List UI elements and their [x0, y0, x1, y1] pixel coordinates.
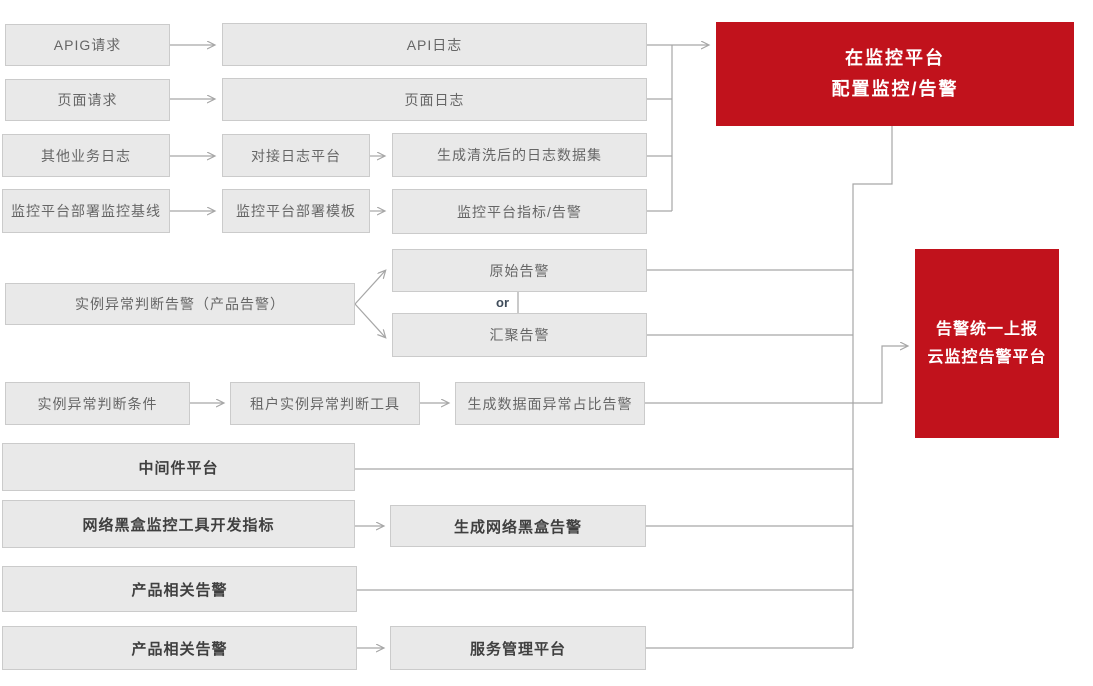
node-monitor-baseline: 监控平台部署监控基线: [2, 189, 170, 233]
node-aggregated-alarm: 汇聚告警: [392, 313, 647, 357]
node-raw-alarm: 原始告警: [392, 249, 647, 292]
node-middleware-platform: 中间件平台: [2, 443, 355, 491]
config-monitor-line1: 在监控平台: [845, 48, 945, 69]
node-apig-request: APIG请求: [5, 24, 170, 66]
node-instance-condition: 实例异常判断条件: [5, 382, 190, 425]
node-tenant-tool: 租户实例异常判断工具: [230, 382, 420, 425]
config-monitor-line2: 配置监控/告警: [831, 79, 959, 99]
node-unified-alarm-report: 告警统一上报 云监控告警平台: [915, 249, 1059, 438]
node-monitor-metric-alarm: 监控平台指标/告警: [392, 189, 647, 234]
node-network-blackbox-metric: 网络黑盒监控工具开发指标: [2, 500, 355, 548]
node-product-alarm-2: 产品相关告警: [2, 626, 357, 670]
node-config-monitor-alarm: 在监控平台 配置监控/告警: [716, 22, 1074, 126]
node-page-request: 页面请求: [5, 79, 170, 121]
node-product-alarm-1: 产品相关告警: [2, 566, 357, 612]
or-connector-label: or: [496, 295, 509, 310]
node-dataplane-ratio-alarm: 生成数据面异常占比告警: [455, 382, 645, 425]
unified-report-line1: 告警统一上报: [935, 321, 1038, 339]
node-page-log: 页面日志: [222, 78, 647, 121]
node-service-mgmt-platform: 服务管理平台: [390, 626, 646, 670]
node-cleaned-log-dataset: 生成清洗后的日志数据集: [392, 133, 647, 177]
node-monitor-template: 监控平台部署模板: [222, 189, 370, 233]
node-instance-abnormal-alarm: 实例异常判断告警（产品告警）: [5, 283, 355, 325]
node-connect-log-platform: 对接日志平台: [222, 134, 370, 177]
node-other-business-log: 其他业务日志: [2, 134, 170, 177]
unified-report-line2: 云监控告警平台: [927, 348, 1047, 366]
node-network-blackbox-alarm: 生成网络黑盒告警: [390, 505, 646, 547]
node-api-log: API日志: [222, 23, 647, 66]
